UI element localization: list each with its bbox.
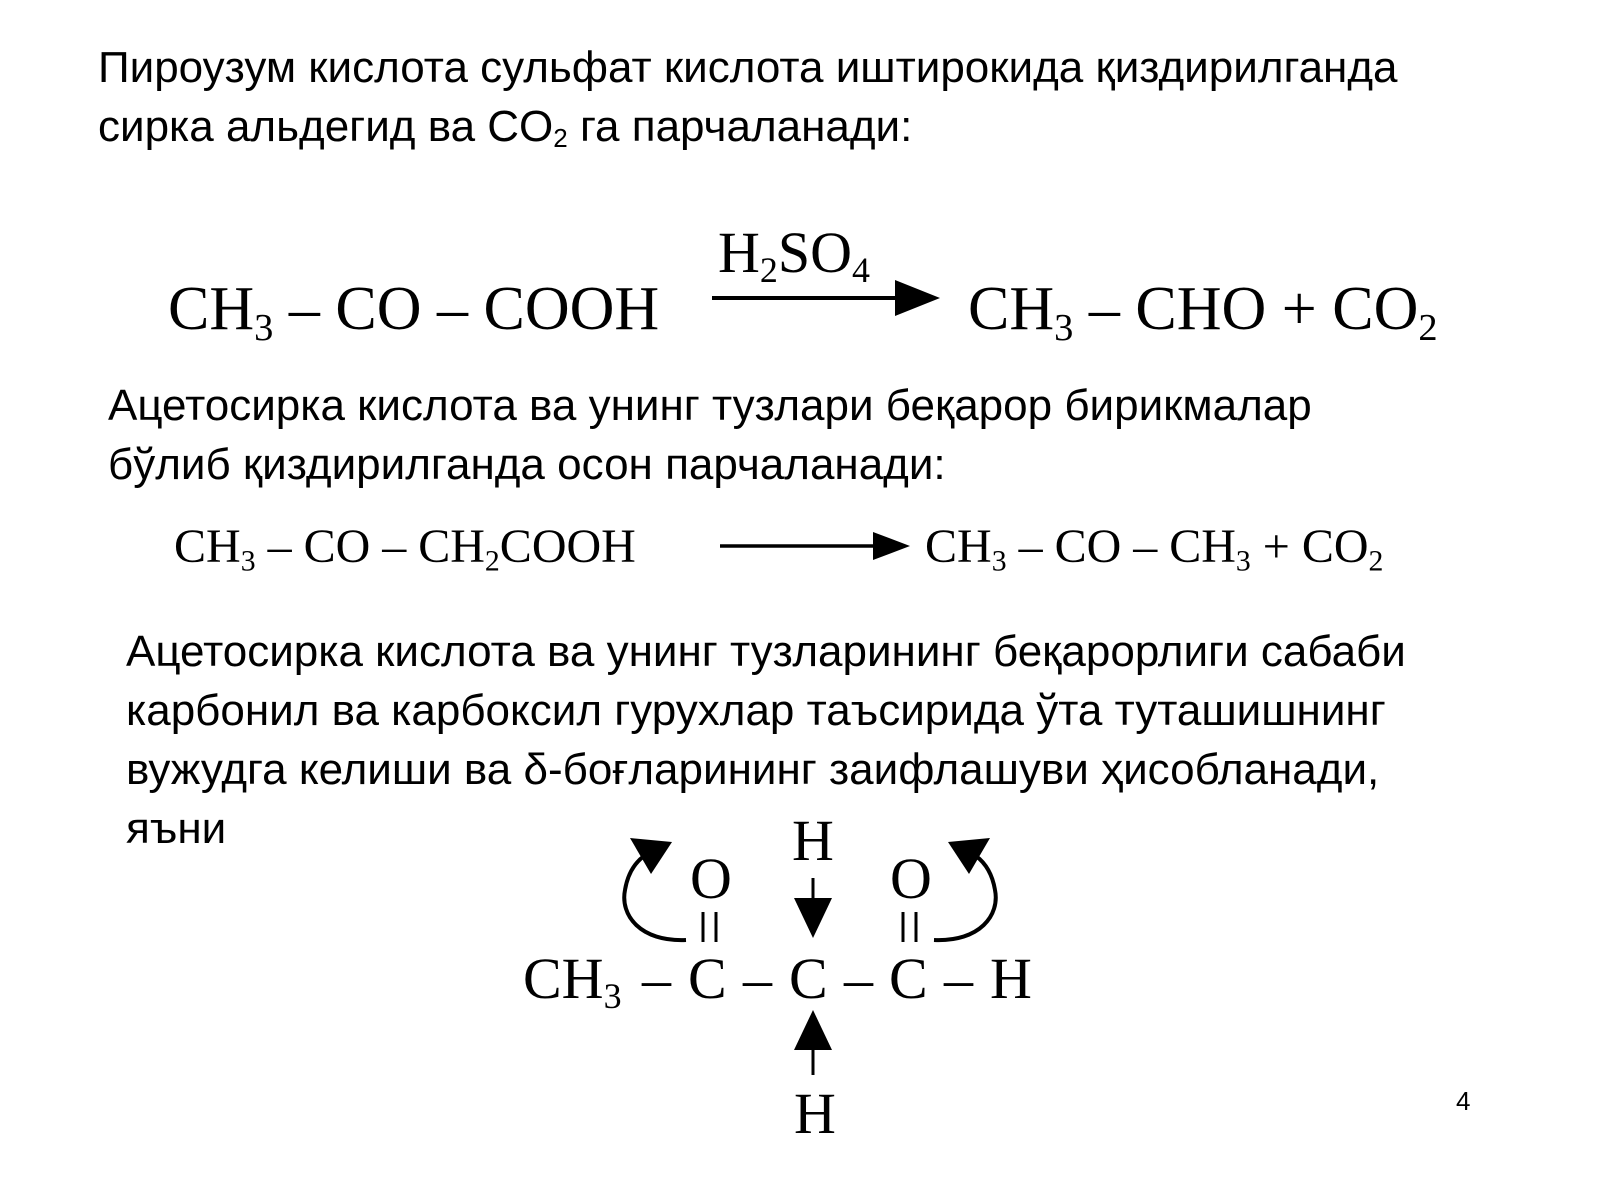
hydrogen-bottom-arrow — [794, 1010, 832, 1075]
paragraph-1: Пироузум кислота сульфат кислота иштирок… — [98, 38, 1397, 156]
paragraph-3-line-1: Ацетосирка кислота ва унинг тузларининг … — [126, 627, 1406, 676]
structure-central-carbon: C — [789, 946, 828, 1011]
paragraph-1-line-2: сирка альдегид ва CO2 га парчаланади: — [98, 102, 913, 153]
structure-bond-1: – — [642, 946, 671, 1011]
paragraph-3-line-2: карбонил ва карбоксил гурухлар таъсирида… — [126, 686, 1386, 735]
double-bond-right — [901, 912, 918, 942]
hydrogen-top-arrow — [794, 878, 832, 938]
reaction-1-catalyst: H2SO4 — [718, 220, 871, 291]
paragraph-3-line-3: вужудга келиши ва δ-боғларининг заифлашу… — [126, 745, 1380, 794]
double-bond-left — [701, 912, 718, 942]
paragraph-2-line-2: бўлиб қиздирилганда осон парчаланади: — [108, 440, 946, 489]
reaction-1-arrow — [712, 280, 940, 316]
structure-oxygen-left: O — [690, 846, 732, 911]
structure-carbonyl-carbon-right: C — [889, 946, 928, 1011]
structure-ch3: CH3 — [523, 946, 622, 1017]
reaction-1-product: CH3 – CHO + CO2 — [968, 275, 1438, 349]
structure-oxygen-right: O — [890, 846, 932, 911]
structure-carbonyl-carbon-left: C — [688, 946, 727, 1011]
reaction-2-reactant: CH3 – CO – CH2COOH — [174, 520, 636, 578]
paragraph-2-line-1: Ацетосирка кислота ва унинг тузлари беқа… — [108, 381, 1312, 430]
structure-bond-3: – — [844, 946, 873, 1011]
structure-bond-4: – — [944, 946, 973, 1011]
paragraph-2: Ацетосирка кислота ва унинг тузлари беқа… — [108, 376, 1312, 494]
reaction-1-reactant: CH3 – CO – COOH — [168, 275, 660, 349]
paragraph-1-line-1: Пироузум кислота сульфат кислота иштирок… — [98, 43, 1398, 92]
reaction-2-product: CH3 – CO – CH3 + CO2 — [925, 520, 1384, 578]
structure-bond-2: – — [743, 946, 772, 1011]
paragraph-3: Ацетосирка кислота ва унинг тузларининг … — [126, 622, 1406, 858]
structure-terminal-hydrogen: H — [990, 946, 1032, 1011]
structure-hydrogen-bottom: H — [794, 1081, 836, 1146]
structure-hydrogen-top: H — [792, 808, 834, 873]
page-number: 4 — [1456, 1086, 1471, 1116]
curved-arrow-right — [933, 838, 998, 943]
reaction-2-arrow — [720, 532, 910, 560]
paragraph-3-line-4: яъни — [126, 804, 227, 853]
curved-arrow-left — [622, 838, 687, 943]
